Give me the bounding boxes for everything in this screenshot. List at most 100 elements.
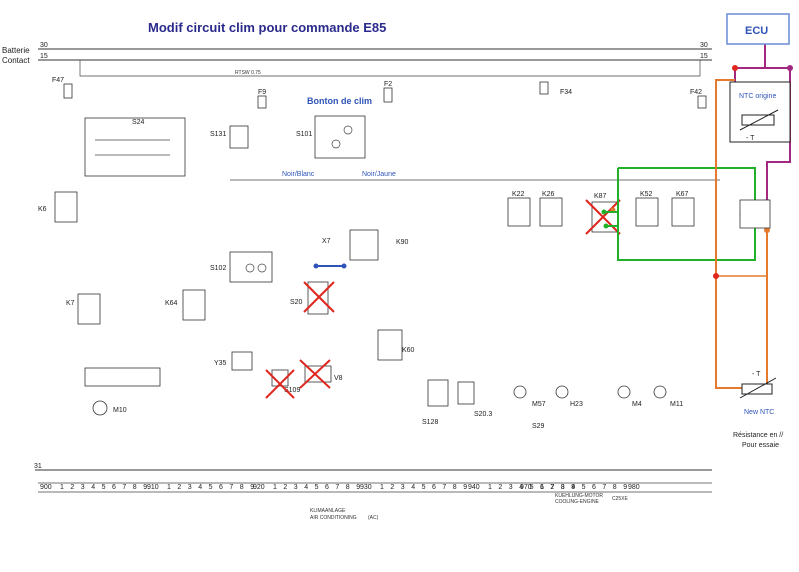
relay-k67 bbox=[671, 197, 695, 227]
relay-k67-label: K67 bbox=[676, 191, 689, 198]
switch-s29-label: S29 bbox=[532, 423, 545, 430]
digit-1-5: 6 bbox=[219, 484, 223, 491]
switch-s102 bbox=[229, 251, 273, 283]
col-930: 930 bbox=[360, 484, 372, 491]
switch-s101 bbox=[314, 115, 366, 159]
switch-s20-3-label: S20.3 bbox=[474, 411, 492, 418]
note-new-ntc: New NTC bbox=[744, 409, 774, 416]
motor-m57-symbol bbox=[513, 385, 527, 399]
rail-label-contact: Contact bbox=[2, 56, 30, 65]
motor-m57-label: M57 bbox=[532, 401, 546, 408]
relay-k52 bbox=[635, 197, 659, 227]
component-s24 bbox=[84, 117, 186, 177]
digit-2-5: 6 bbox=[325, 484, 329, 491]
fuse-f42 bbox=[697, 95, 707, 109]
distribution-wire-top bbox=[79, 60, 701, 77]
digit-5-2: 3 bbox=[561, 484, 565, 491]
motor-m4-label: M4 bbox=[632, 401, 642, 408]
col-940: 940 bbox=[468, 484, 480, 491]
digit-5-6: 7 bbox=[602, 484, 606, 491]
cross-s109-b bbox=[265, 369, 295, 399]
switch-s20-3 bbox=[457, 381, 475, 405]
ecu-label: ECU bbox=[745, 25, 768, 37]
relay-k87-label: K87 bbox=[594, 193, 607, 200]
digit-0-7: 8 bbox=[133, 484, 137, 491]
fuse-f42-label: F42 bbox=[690, 89, 702, 96]
switch-s131 bbox=[229, 125, 249, 149]
rail-15-num-left: 15 bbox=[40, 53, 48, 60]
digit-3-8: 9 bbox=[463, 484, 467, 491]
fuse-f47-label: F47 bbox=[52, 77, 64, 84]
relay-mod bbox=[739, 199, 771, 229]
relay-k6-label: K6 bbox=[38, 206, 47, 213]
relay-k64-label: K64 bbox=[165, 300, 178, 307]
switch-s109 bbox=[271, 369, 289, 387]
digit-0-4: 5 bbox=[102, 484, 106, 491]
relay-k60-label: K60 bbox=[402, 347, 415, 354]
digit-4-0: 1 bbox=[488, 484, 492, 491]
relay-k22 bbox=[507, 197, 531, 227]
valve-y35 bbox=[231, 351, 253, 371]
col-920: 920 bbox=[253, 484, 265, 491]
lamp-s101-b bbox=[343, 125, 353, 135]
digit-3-7: 8 bbox=[453, 484, 457, 491]
switch-s131-label: S131 bbox=[210, 131, 226, 138]
digit-2-2: 3 bbox=[294, 484, 298, 491]
digit-1-2: 3 bbox=[188, 484, 192, 491]
fuse-f2-label: F2 bbox=[384, 81, 392, 88]
digit-0-5: 6 bbox=[112, 484, 116, 491]
lamp-h23-label: H23 bbox=[570, 401, 583, 408]
caption-c25xe: C25XE bbox=[612, 496, 629, 502]
switch-s128 bbox=[427, 379, 449, 407]
cross-v8-b bbox=[299, 359, 331, 389]
motor-m4-symbol bbox=[617, 385, 631, 399]
rail-30-num-left: 30 bbox=[40, 42, 48, 49]
digit-4-4: 5 bbox=[530, 484, 534, 491]
col-970: 970 bbox=[520, 484, 532, 491]
digit-1-8: 9 bbox=[250, 484, 254, 491]
digit-4-1: 2 bbox=[498, 484, 502, 491]
relay-k6 bbox=[54, 191, 78, 223]
digit-0-8: 9 bbox=[143, 484, 147, 491]
digit-1-7: 8 bbox=[240, 484, 244, 491]
lamp-h23-symbol bbox=[555, 385, 569, 399]
digit-0-6: 7 bbox=[122, 484, 126, 491]
dot-purple-ecu bbox=[787, 65, 793, 71]
digit-4-6: 7 bbox=[550, 484, 554, 491]
relay-k26 bbox=[539, 197, 563, 227]
digit-3-2: 3 bbox=[401, 484, 405, 491]
digit-5-8: 9 bbox=[623, 484, 627, 491]
digit-2-6: 7 bbox=[335, 484, 339, 491]
note-bonton-de-clim: Bonton de clim bbox=[307, 96, 372, 106]
motor-m11-symbol bbox=[653, 385, 667, 399]
digit-1-4: 5 bbox=[209, 484, 213, 491]
valve-y35-label: Y35 bbox=[214, 360, 227, 367]
rail-label-batterie: Batterie bbox=[2, 46, 30, 55]
digit-3-6: 7 bbox=[442, 484, 446, 491]
relay-k90-label: K90 bbox=[396, 239, 409, 246]
fuse-f47 bbox=[63, 83, 73, 99]
lamp-s102-a bbox=[245, 263, 255, 273]
ntc-new-t: - T bbox=[752, 371, 761, 378]
digit-5-4: 5 bbox=[582, 484, 586, 491]
caption-air-conditioning: AIR CONDITIONING bbox=[310, 515, 357, 521]
digit-0-0: 1 bbox=[60, 484, 64, 491]
mod-wire-orange-left bbox=[715, 79, 748, 389]
lamp-s102-b bbox=[257, 263, 267, 273]
digit-3-3: 4 bbox=[411, 484, 415, 491]
digit-5-1: 2 bbox=[550, 484, 554, 491]
digit-4-5: 6 bbox=[540, 484, 544, 491]
relay-k64 bbox=[182, 289, 206, 321]
wire-label-rtsw-top: RTSW 0.75 bbox=[235, 70, 261, 76]
col-910: 910 bbox=[147, 484, 159, 491]
col-900: 900 bbox=[40, 484, 52, 491]
fuse-f9-label: F9 bbox=[258, 89, 266, 96]
relay-k22-label: K22 bbox=[512, 191, 525, 198]
digit-3-4: 5 bbox=[422, 484, 426, 491]
digit-2-4: 5 bbox=[315, 484, 319, 491]
mod-wire-purple-right bbox=[765, 67, 791, 200]
digit-2-3: 4 bbox=[304, 484, 308, 491]
switch-s101-label: S101 bbox=[296, 131, 312, 138]
